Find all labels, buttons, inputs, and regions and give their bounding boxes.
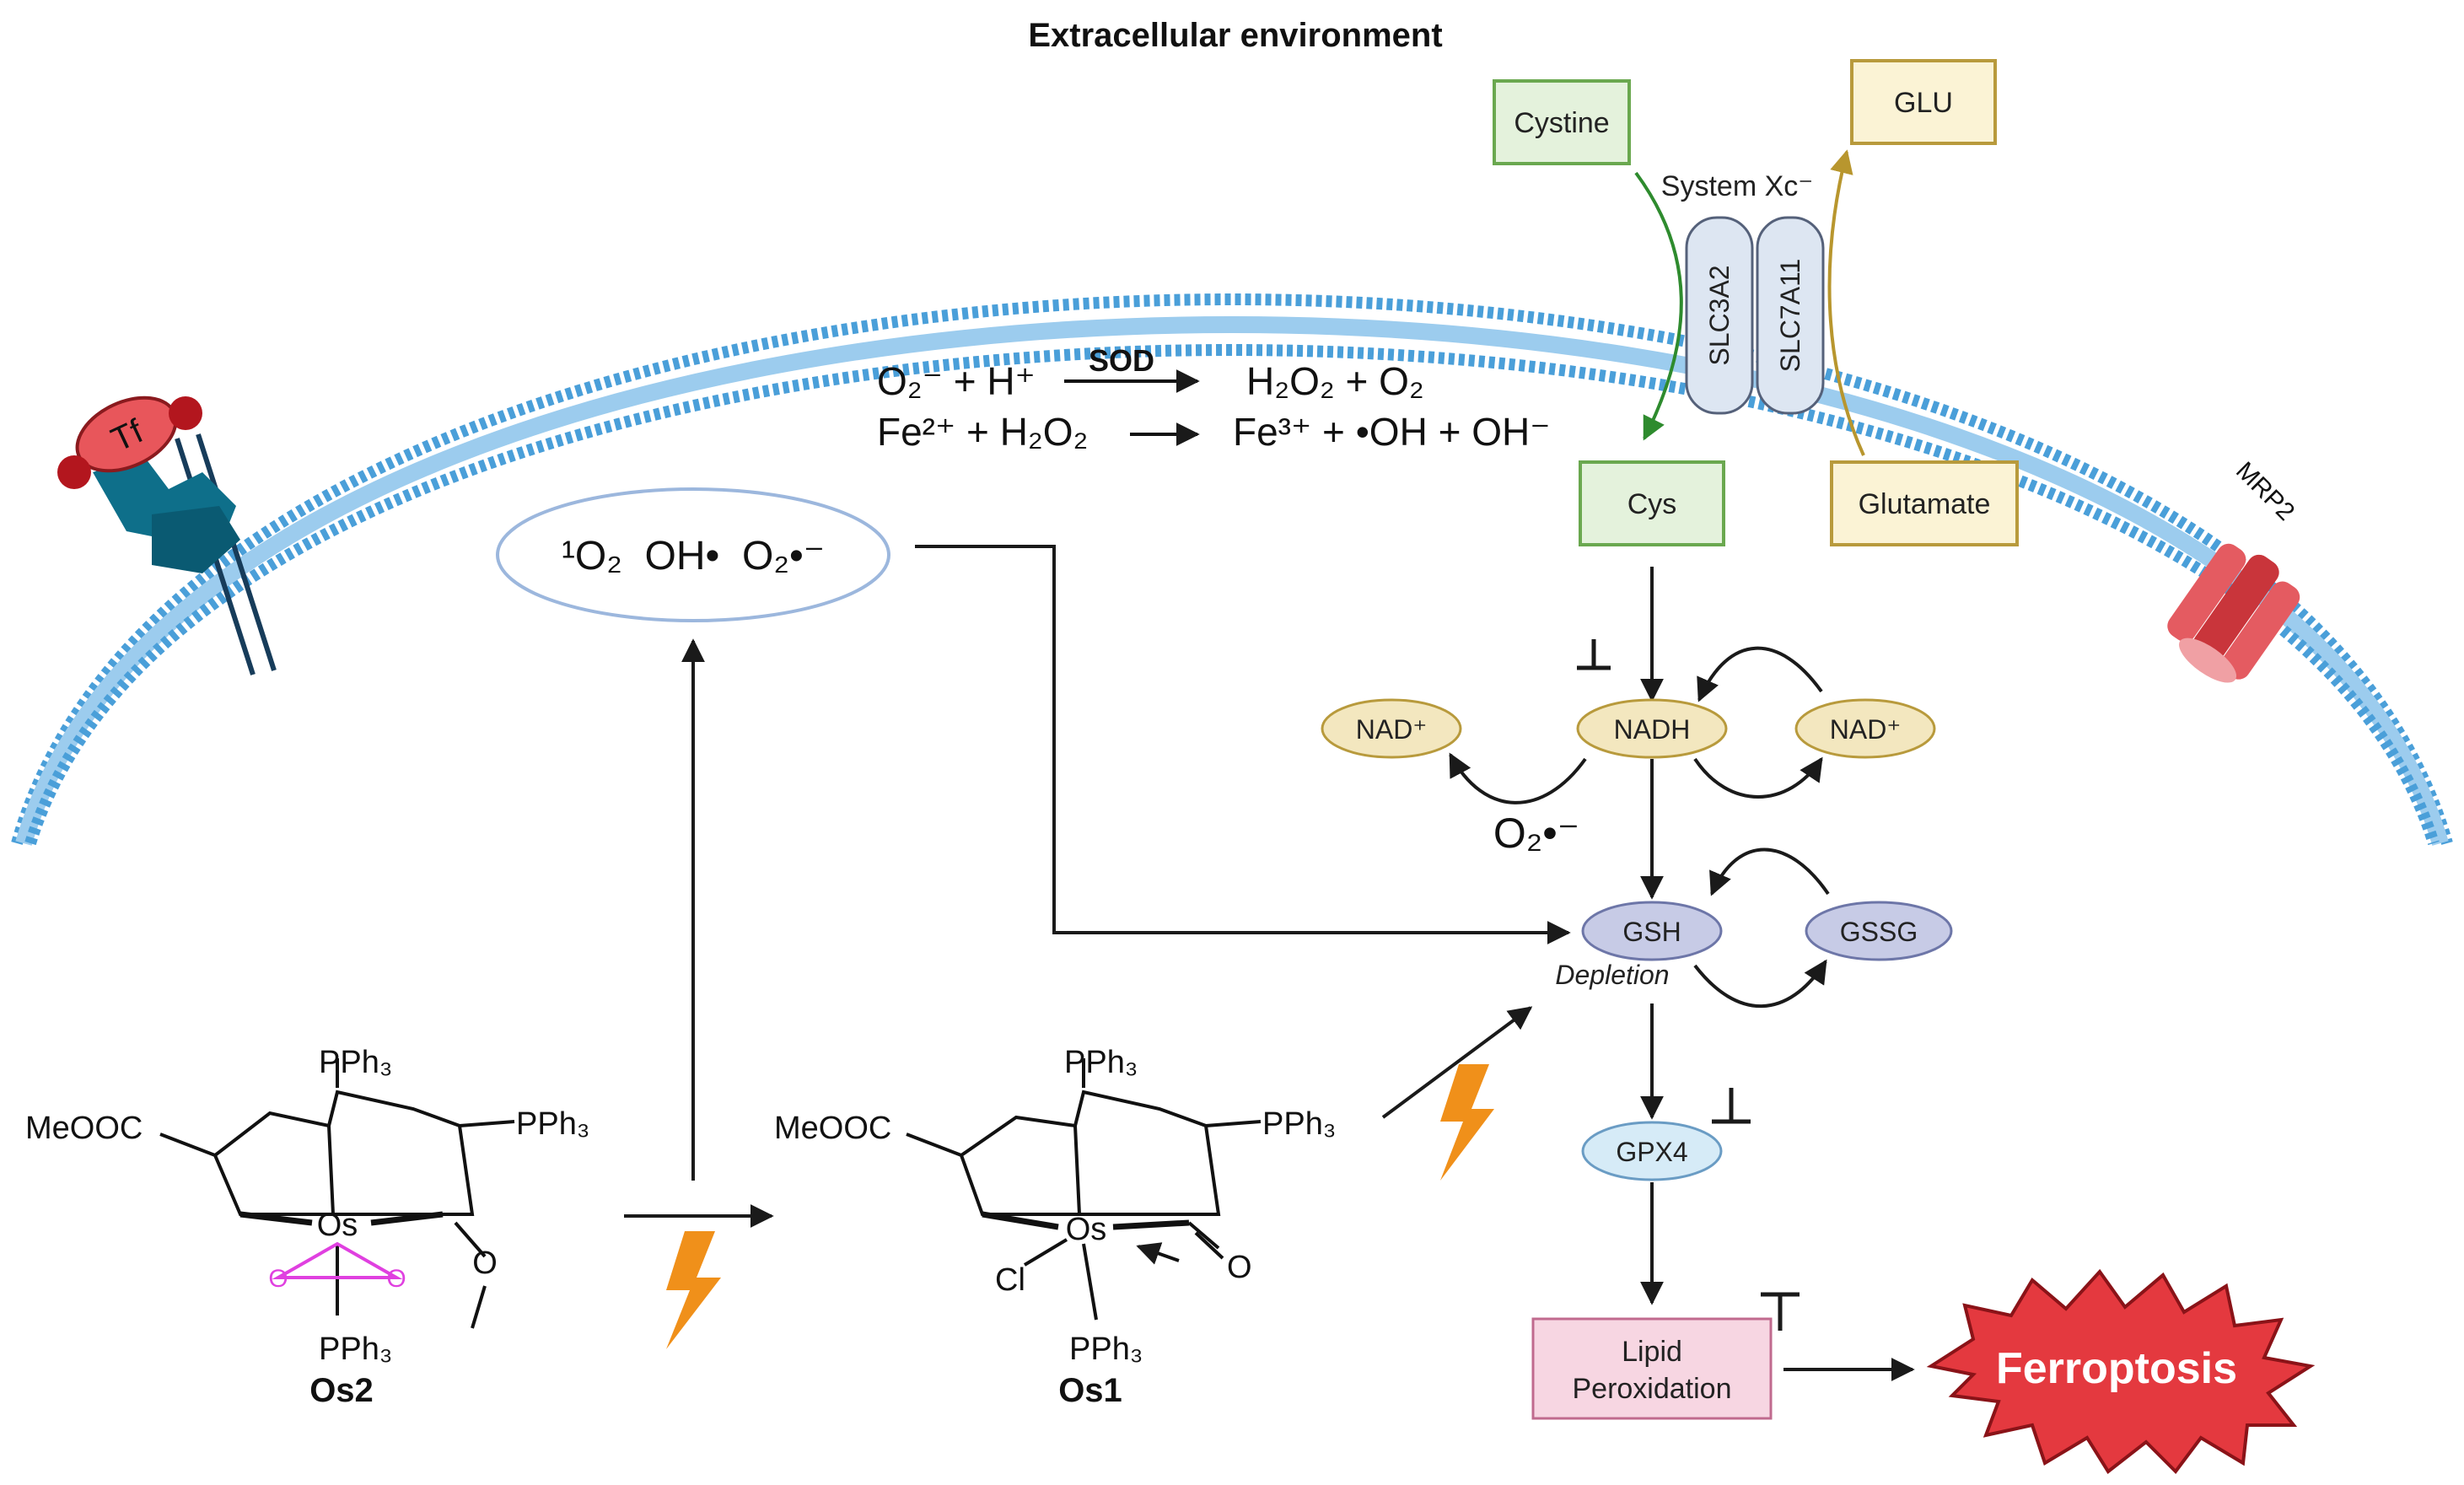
cystine-label: Cystine [1514,107,1609,139]
depletion-label: Depletion [1555,960,1669,990]
slc3a2 [1685,216,1754,415]
lipid-line2: Peroxidation [1572,1373,1731,1405]
eq2-left: Fe²⁺ + H₂O₂ [877,410,1088,454]
os2-ome-o: O [472,1246,498,1281]
os2-ester: MeOOC [25,1111,143,1146]
cystine-box [1493,79,1631,165]
os2-name: Os2 [309,1372,374,1409]
slc7a11-label: SLC7A11 [1775,259,1805,373]
cys-label: Cys [1627,488,1677,520]
lipid-line1: Lipid [1622,1336,1682,1368]
lipid-peroxidation-box [1531,1317,1773,1420]
system-xc-label: System Xc⁻ [1661,170,1813,202]
lightning-icon-1 [666,1231,721,1349]
gssg-node [1805,901,1953,961]
os1-pph3-top: PPh₃ [1064,1045,1138,1080]
ferroptosis-label: Ferroptosis [1996,1344,2237,1393]
nadh-node [1576,698,1728,759]
os1-to-gsh-arrow [1381,1006,1533,1119]
os1-name: Os1 [1058,1372,1122,1409]
mrp2-transporter: MRP2 [2167,457,2300,683]
os1-carbonyl-o: O [1227,1250,1252,1285]
cystine-import-arrow [1634,171,1683,441]
ferroptosis-burst [1926,1268,2316,1475]
nad-right-label: NAD⁺ [1830,714,1901,745]
gsh-node [1581,901,1723,961]
glu-label: GLU [1894,87,1953,119]
eq1-enzyme: SOD [1089,343,1154,378]
gsh-label: GSH [1622,917,1681,947]
os1-cl: Cl [995,1262,1025,1298]
glutamate-export-arrow [1827,149,1865,456]
os1-ester: MeOOC [774,1111,891,1146]
cys-box [1579,460,1725,546]
os2-pph3-side: PPh₃ [516,1106,589,1142]
os2-o-left: O [268,1265,288,1293]
ferroptosis-axis: GPX4 Lipid Peroxidation Ferroptosis [1531,1003,2316,1475]
os1-pph3-side: PPh₃ [1262,1106,1336,1142]
system-xc: Cystine GLU System Xc⁻ SLC3A2 SLC7A11 Cy… [1493,59,2019,546]
cell-membrane [11,293,2453,846]
transferrin-receptor: Tf [57,395,277,675]
os1-pph3-bottom: PPh₃ [1069,1332,1143,1367]
nad-left-node [1321,698,1462,759]
superoxide-label: O₂•⁻ [1493,810,1579,857]
os2-pph3-top: PPh₃ [319,1045,392,1080]
nad-left-label: NAD⁺ [1356,714,1427,745]
glutamate-box [1830,460,2019,546]
os2-metal: Os [317,1208,358,1243]
reaction-equations: O₂⁻ + H⁺ SOD H₂O₂ + O₂ Fe²⁺ + H₂O₂ Fe³⁺ … [877,343,1551,454]
eq1-left: O₂⁻ + H⁺ [877,359,1036,403]
gpx4-node [1581,1121,1723,1181]
gssg-label: GSSG [1840,917,1918,947]
slc3a2-label: SLC3A2 [1704,265,1735,365]
eq1-right: H₂O₂ + O₂ [1246,359,1424,403]
ros-label: ¹O₂ OH• O₂•⁻ [562,534,825,578]
eq2-right: Fe³⁺ + •OH + OH⁻ [1233,410,1551,454]
gsh-cycle: GSH GSSG Depletion [1555,759,1953,1009]
mrp2-label: MRP2 [2230,457,2300,526]
os1-structure: MeOOC PPh₃ PPh₃ Os Cl O PPh₃ Os1 [774,1045,1336,1409]
nad-right-node [1794,698,1936,759]
gpx4-label: GPX4 [1616,1137,1687,1167]
ros-to-gsh-arrow [915,545,1571,944]
nadh-label: NADH [1614,714,1691,745]
os2-o-right: O [386,1265,406,1293]
os1-metal: Os [1066,1212,1107,1247]
os2-structure: MeOOC PPh₃ PPh₃ Os O O O PPh₃ Os2 [25,1045,589,1409]
ros-node: ¹O₂ OH• O₂•⁻ [496,487,890,622]
nadh-cycle: NADH NAD⁺ NAD⁺ O₂•⁻ [1321,567,1936,857]
os2-pph3-bottom: PPh₃ [319,1332,392,1367]
lightning-icon-2 [1440,1064,1494,1181]
glu-box [1850,59,1997,145]
glutamate-label: Glutamate [1859,488,1991,520]
slc7a11 [1756,216,1825,415]
extracellular-title: Extracellular environment [1028,17,1442,54]
